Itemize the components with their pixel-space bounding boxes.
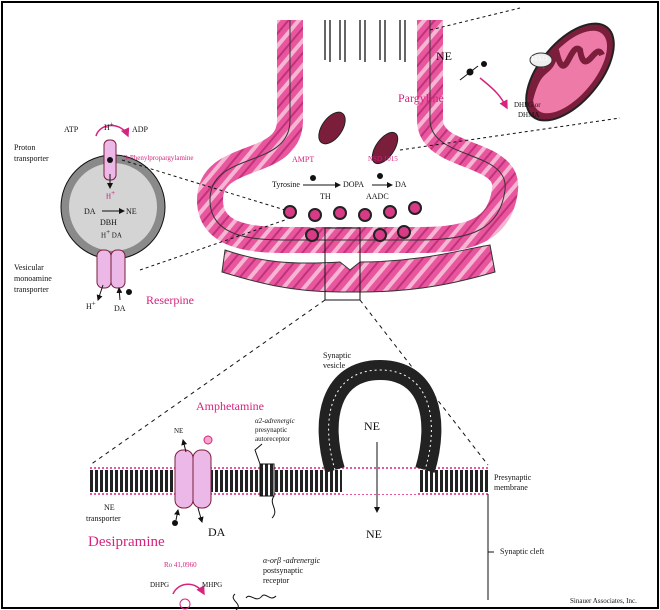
da-inside-label: DA [84, 208, 96, 216]
ne-vesicle-label: NE [364, 420, 380, 432]
ne-cleft-label: NE [366, 528, 382, 540]
synaptic-vesicle-label-1: Synaptic [323, 352, 351, 360]
vmat-label-3: transporter [14, 286, 49, 294]
phenylpropargylamine-label: 3-Phenylpropargylamine [124, 155, 193, 162]
atp-label: ATP [64, 126, 78, 134]
proton-label-2: transporter [14, 155, 49, 163]
net-label-2: transporter [86, 515, 121, 523]
alpha-beta-label-3: receptor [263, 577, 289, 585]
synaptic-vesicle-label-2: vesicle [323, 362, 345, 370]
h-da-label: H+ DA [101, 232, 122, 239]
amphetamine-label: Amphetamine [196, 400, 264, 412]
dhma-label: DHMA [518, 112, 539, 119]
ne-inside-label: NE [126, 208, 137, 216]
synaptic-cleft-label: Synaptic cleft [500, 548, 544, 556]
vmat-label-1: Vesicular [14, 264, 44, 272]
dopa-label: DOPA [343, 181, 364, 189]
ne-top-transporter-label: NE [174, 428, 183, 435]
adp-label: ADP [132, 126, 148, 134]
vmat-label-2: monoamine [14, 275, 52, 283]
ne-label-terminal: NE [436, 50, 452, 62]
vesicle-inset [61, 126, 165, 301]
pargyline-label: Pargyline [398, 92, 444, 104]
alpha2-label-1: α2-adrenergic [255, 418, 295, 425]
alpha-beta-label-2: postsynaptic [263, 567, 303, 575]
alpha2-label-3: autoreceptor [255, 436, 290, 443]
publisher-credit: Sinauer Associates, Inc. [570, 598, 637, 605]
da-synapse-label: DA [208, 526, 225, 538]
dhpg-label: DHPG [150, 582, 169, 589]
alpha2-label-2: presynaptic [255, 427, 287, 434]
da-label-terminal: DA [395, 181, 407, 189]
proton-label-1: Proton [14, 144, 35, 152]
reserpine-label: Reserpine [146, 294, 194, 306]
tyrosine-label: Tyrosine [272, 181, 300, 189]
net-label-1: NE [104, 504, 115, 512]
desipramine-label: Desipramine [88, 535, 165, 550]
dbh-label: DBH [100, 219, 117, 227]
da-out-label: DA [114, 305, 126, 313]
mhpg-label: MHPG [202, 582, 222, 589]
axon-terminal [210, 20, 505, 300]
mao-label: MAO [531, 56, 547, 63]
nsd-label: NSD 1015 [368, 156, 398, 163]
presynaptic-label-2: membrane [494, 484, 528, 492]
h-plus-label: H+ [104, 124, 114, 132]
h-inside-label: H+ [106, 193, 115, 200]
presynaptic-label-1: Presynaptic [494, 474, 531, 482]
ro-label: Ro 41,0960 [164, 562, 197, 569]
alpha-beta-label-1: α-orβ -adrenergic [263, 557, 320, 565]
ampt-label: AMPT [292, 156, 314, 164]
aadc-label: AADC [366, 193, 389, 201]
mitochondrion [313, 108, 350, 149]
h-out-label: H+ [86, 303, 96, 311]
dhpg-or-label: DHPG or [514, 102, 541, 109]
th-label: TH [320, 193, 331, 201]
